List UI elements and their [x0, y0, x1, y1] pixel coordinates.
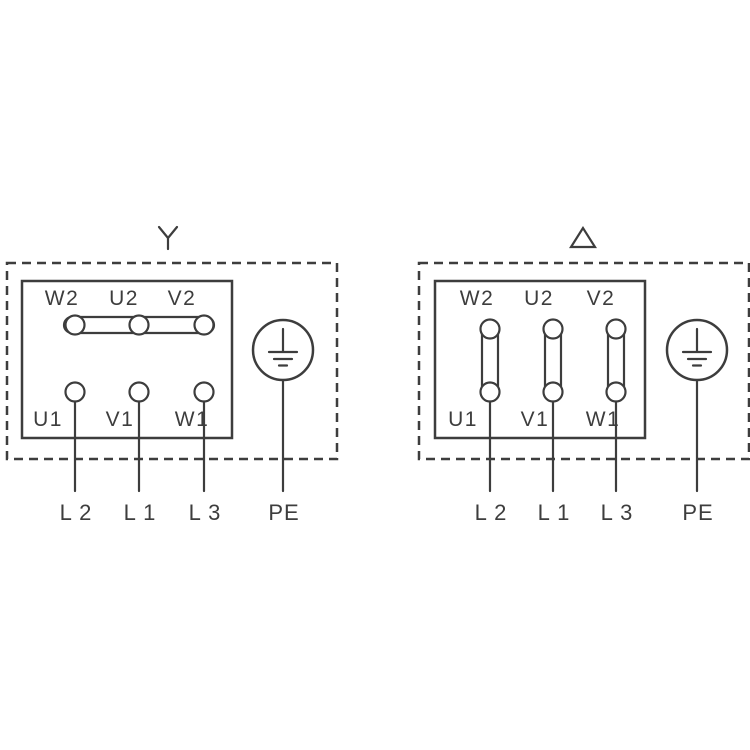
delta-connection-icon	[569, 225, 597, 249]
delta-terminal-v2	[605, 318, 627, 340]
star-pe-label: PE	[268, 500, 299, 525]
delta-terminal-w2	[479, 318, 501, 340]
delta-terminal-box-dashed-border	[417, 261, 750, 461]
delta-terminal-u2	[542, 318, 564, 340]
star-terminal-block	[20, 279, 234, 440]
delta-lead-label-l3: L 3	[601, 500, 634, 525]
delta-label-u1: U1	[448, 408, 478, 431]
delta-diagram: W2 U2 V2 U1 V1 W1 L 2 L 1 L 3 PE	[417, 225, 750, 525]
star-terminal-v2	[193, 314, 215, 336]
delta-label-v2: V2	[587, 287, 616, 310]
star-label-w2: W2	[45, 287, 80, 310]
delta-terminal-block	[433, 279, 647, 440]
delta-label-w2: W2	[460, 287, 495, 310]
star-label-u1: U1	[33, 408, 63, 431]
star-terminal-u2	[128, 314, 150, 336]
star-connection-icon	[157, 225, 179, 251]
delta-terminal-v1	[542, 381, 564, 403]
delta-earth-ground-icon	[681, 327, 713, 367]
star-lead-label-l2: L 2	[60, 500, 93, 525]
delta-label-v1: V1	[521, 408, 550, 431]
star-lead-label-l1: L 1	[124, 500, 157, 525]
delta-label-w1: W1	[586, 408, 621, 431]
star-label-v1: V1	[106, 408, 135, 431]
star-label-w1: W1	[175, 408, 210, 431]
star-label-v2: V2	[168, 287, 197, 310]
star-label-u2: U2	[109, 287, 139, 310]
delta-pe-label: PE	[682, 500, 713, 525]
star-terminal-w2	[64, 314, 86, 336]
star-diagram: W2 U2 V2 U1 V1 W1 L 2 L 1 L 3 PE	[5, 225, 339, 525]
star-terminal-v1	[128, 381, 150, 403]
star-terminal-u1	[64, 381, 86, 403]
delta-lead-label-l1: L 1	[538, 500, 571, 525]
star-earth-ground-icon	[267, 327, 299, 367]
delta-terminal-u1	[479, 381, 501, 403]
star-terminal-w1	[193, 381, 215, 403]
delta-label-u2: U2	[524, 287, 554, 310]
delta-lead-label-l2: L 2	[475, 500, 508, 525]
star-lead-label-l3: L 3	[189, 500, 222, 525]
star-terminal-box-dashed-border	[5, 261, 339, 461]
delta-terminal-w1	[605, 381, 627, 403]
